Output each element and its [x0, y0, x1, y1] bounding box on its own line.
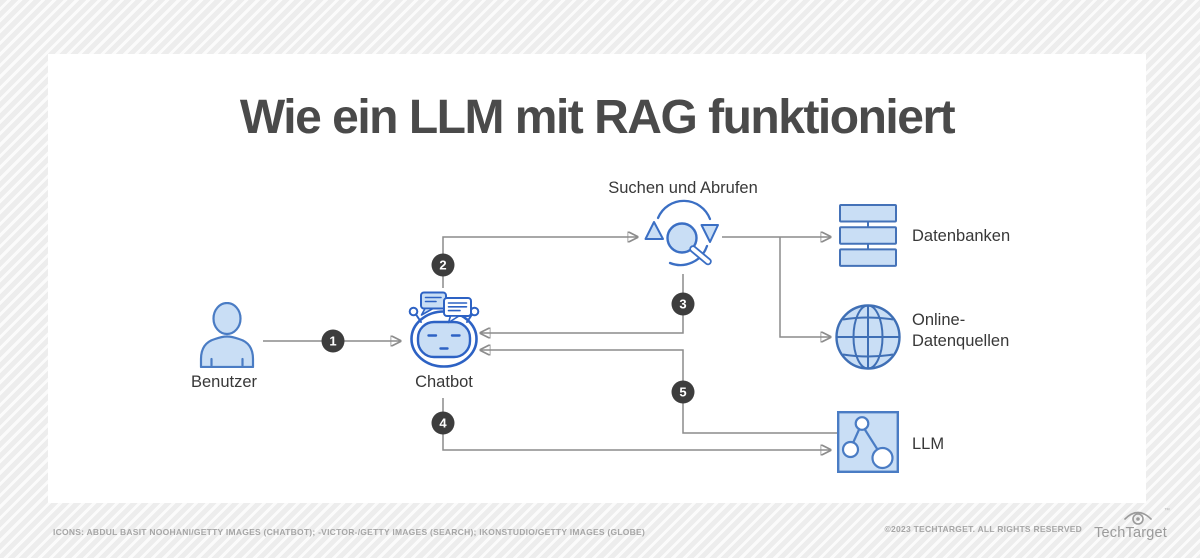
arrow-search-to-chatbot: [481, 274, 684, 333]
search-cycle-icon: [644, 199, 719, 267]
chatbot-icon: [408, 291, 480, 368]
online-sources-label-line2: Datenquellen: [912, 332, 1010, 350]
footer-credits: ICONS: ABDUL BASIT NOOHANI/GETTY IMAGES …: [53, 527, 646, 537]
user-label: Benutzer: [190, 373, 258, 391]
databases-label: Datenbanken: [912, 227, 1011, 245]
footer-copyright: ©2023 TECHTARGET. ALL RIGHTS RESERVED: [884, 524, 1083, 534]
connector-arrows: [263, 54, 838, 503]
arrow-chatbot-to-llm: [442, 398, 830, 450]
globe-icon: [835, 304, 901, 370]
arrow-chatbot-to-search: [442, 237, 637, 288]
page-title: Wie ein LLM mit RAG funktioniert: [239, 91, 956, 144]
trademark-mark: ™: [1164, 508, 1170, 514]
llm-network-icon: [837, 411, 899, 473]
brand-logo: ™ TechTarget: [1094, 508, 1170, 541]
infographic-card: Wie ein LLM mit RAG funktioniert Benutze…: [48, 54, 1146, 503]
search-label: Suchen und Abrufen: [608, 179, 758, 197]
arrow-search-to-online-sources: [779, 237, 830, 337]
step-badge-4: 4: [431, 411, 455, 435]
database-stack-icon: [839, 204, 897, 267]
online-sources-label: Online- Datenquellen: [912, 310, 1009, 352]
step-badge-3: 3: [671, 292, 695, 316]
footer-right: ©2023 TECHTARGET. ALL RIGHTS RESERVED ™ …: [884, 508, 1170, 541]
brand-name: TechTarget: [1094, 525, 1167, 541]
step-badge-5: 5: [671, 380, 695, 404]
person-icon: [199, 302, 255, 368]
step-badge-1: 1: [321, 329, 345, 353]
llm-label: LLM: [912, 435, 945, 453]
step-badge-2: 2: [431, 253, 455, 277]
eye-icon: [1123, 511, 1152, 525]
arrow-llm-to-chatbot: [481, 350, 838, 434]
chatbot-label: Chatbot: [415, 373, 473, 391]
online-sources-label-line1: Online-: [912, 311, 966, 329]
